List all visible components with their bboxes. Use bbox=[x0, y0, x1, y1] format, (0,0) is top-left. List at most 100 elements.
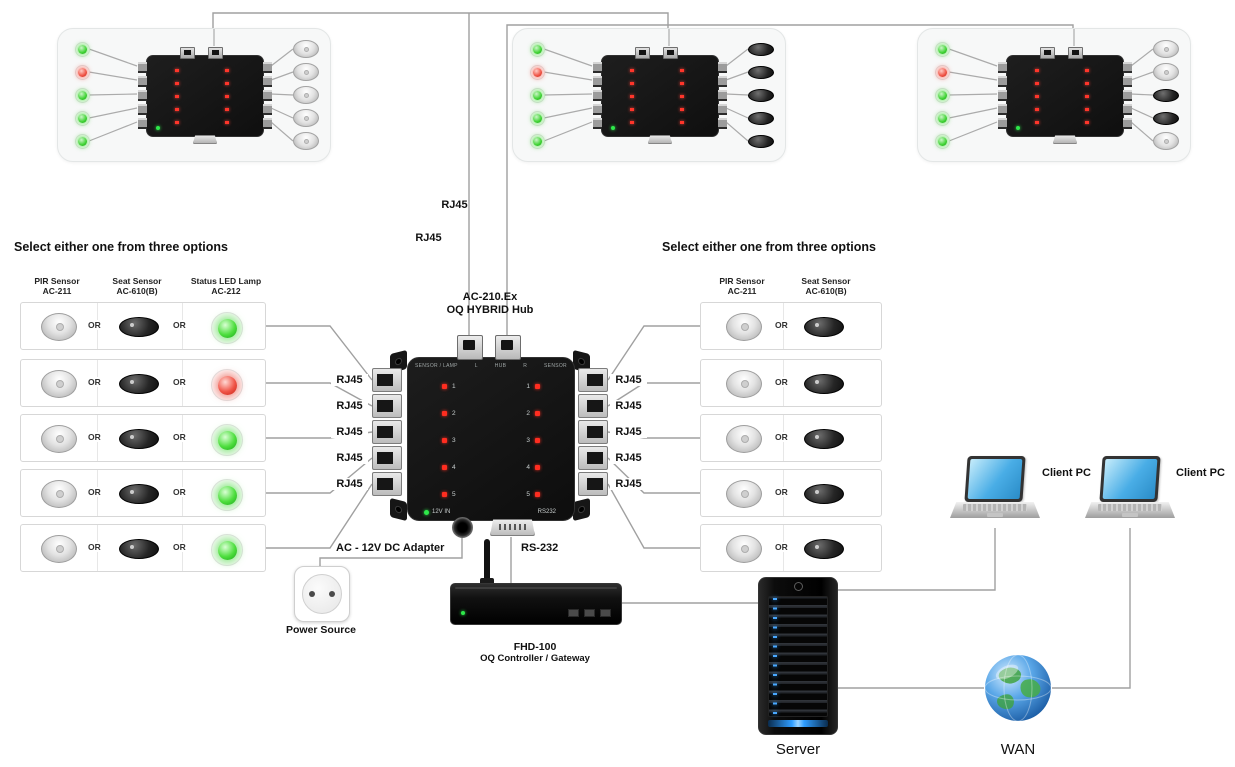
status-led-lamp-icon bbox=[211, 369, 243, 401]
pir-sensor-icon bbox=[41, 425, 77, 453]
channel-led-column bbox=[1035, 69, 1039, 127]
left-group-heading: Select either one from three options bbox=[14, 240, 228, 254]
channel-row: 5 bbox=[526, 489, 540, 499]
hub-uplink-port-r bbox=[495, 335, 521, 360]
or-label: OR bbox=[87, 487, 102, 497]
seat-sensor-icon bbox=[119, 539, 159, 559]
mounting-tab bbox=[390, 497, 407, 522]
sensor-device-icon bbox=[1153, 112, 1179, 125]
seat-sensor-icon bbox=[804, 429, 844, 449]
pir-sensor-icon bbox=[41, 313, 77, 341]
panel-wires bbox=[948, 29, 1154, 142]
sensor-device-icon bbox=[748, 66, 774, 79]
status-led bbox=[530, 111, 545, 126]
rj45-port bbox=[372, 368, 402, 392]
status-led bbox=[530, 88, 545, 103]
seat-sensor-icon bbox=[119, 317, 159, 337]
status-led-lamp-icon bbox=[211, 312, 243, 344]
status-led bbox=[530, 65, 545, 80]
channel-number: 4 bbox=[452, 463, 456, 471]
channel-row: 2 bbox=[526, 408, 540, 418]
hub-header-item: R bbox=[523, 363, 528, 369]
rj45-uplink-port bbox=[180, 47, 195, 59]
channel-number: 5 bbox=[452, 490, 456, 498]
pir-sensor-icon bbox=[726, 425, 762, 453]
satellite-hub-device bbox=[593, 47, 727, 144]
channel-row: 3 bbox=[526, 435, 540, 445]
rj45-label: RJ45 bbox=[610, 478, 647, 490]
status-led bbox=[75, 65, 90, 80]
client-pc-label: Client PC bbox=[1176, 467, 1225, 479]
option-row: OR OR bbox=[20, 524, 266, 572]
status-led bbox=[75, 88, 90, 103]
column-header-lamp: Status LED Lamp AC-212 bbox=[180, 276, 272, 296]
sensor-device-icon bbox=[293, 63, 319, 81]
or-label: OR bbox=[87, 377, 102, 387]
column-header-line: Seat Sensor bbox=[801, 276, 851, 286]
hub-serial-label: RS232 bbox=[537, 509, 556, 515]
laptop-screen bbox=[1099, 456, 1161, 502]
or-label: OR bbox=[87, 432, 102, 442]
laptop-screen bbox=[964, 456, 1026, 502]
client-pc-icon bbox=[1085, 456, 1175, 528]
rj45-port bbox=[578, 394, 608, 418]
channel-row: 3 bbox=[442, 435, 456, 445]
rj45-port-stack bbox=[998, 62, 1007, 132]
sensor-device-icon bbox=[1153, 40, 1179, 58]
satellite-hub-device bbox=[138, 47, 272, 144]
hub-left-port-stack bbox=[372, 368, 402, 496]
rj45-uplink-port bbox=[635, 47, 650, 59]
db9-connector bbox=[490, 519, 535, 536]
wan-label: WAN bbox=[1000, 741, 1036, 758]
rj45-port bbox=[372, 472, 402, 496]
sensor-device-icon bbox=[1153, 89, 1179, 102]
pir-sensor-icon bbox=[726, 313, 762, 341]
dc-power-jack bbox=[452, 517, 473, 538]
rj45-port-stack bbox=[138, 62, 147, 132]
or-label: OR bbox=[87, 320, 102, 330]
option-row: OR OR bbox=[20, 359, 266, 407]
outlet-face bbox=[302, 574, 342, 614]
option-row: OR OR bbox=[20, 469, 266, 517]
adapter-label: AC - 12V DC Adapter bbox=[336, 542, 445, 554]
sensor-device-icon bbox=[1153, 132, 1179, 150]
column-header-line: Seat Sensor bbox=[112, 276, 162, 286]
or-label: OR bbox=[774, 542, 789, 552]
channel-led-column bbox=[680, 69, 684, 127]
laptop-base bbox=[950, 502, 1040, 518]
rj45-port bbox=[372, 394, 402, 418]
rj45-label: RJ45 bbox=[331, 452, 368, 464]
seat-sensor-icon bbox=[804, 539, 844, 559]
seat-sensor-icon bbox=[804, 317, 844, 337]
rj45-label: RJ45 bbox=[610, 426, 647, 438]
hub-channel-leds-right: 1 2 3 4 5 bbox=[526, 381, 540, 499]
db9-connector bbox=[648, 135, 672, 144]
pir-sensor-icon bbox=[726, 480, 762, 508]
hub-name: OQ HYBRID Hub bbox=[446, 304, 534, 316]
channel-led bbox=[442, 491, 447, 497]
sensor-device-icon bbox=[293, 40, 319, 58]
or-label: OR bbox=[172, 377, 187, 387]
rj45-uplink-port bbox=[663, 47, 678, 59]
hub-model: AC-210.Ex bbox=[462, 291, 518, 303]
column-header-line: PIR Sensor bbox=[34, 276, 80, 286]
hub-header-item: SENSOR / LAMP bbox=[415, 363, 458, 369]
option-row: OR bbox=[700, 302, 882, 350]
channel-led-column bbox=[175, 69, 179, 127]
satellite-panel-3 bbox=[917, 28, 1191, 162]
bus-a-line bbox=[212, 12, 669, 28]
power-led bbox=[424, 509, 429, 515]
column-header-line: PIR Sensor bbox=[719, 276, 765, 286]
status-led bbox=[530, 42, 545, 57]
column-header-line: Status LED Lamp bbox=[190, 276, 262, 286]
column-header-line: AC-610(B) bbox=[116, 286, 158, 296]
rj45-port bbox=[578, 368, 608, 392]
antenna-icon bbox=[484, 539, 490, 585]
or-label: OR bbox=[774, 487, 789, 497]
satellite-hub-device bbox=[998, 47, 1132, 144]
antenna-base bbox=[480, 578, 494, 587]
or-label: OR bbox=[774, 377, 789, 387]
power-led bbox=[461, 611, 465, 615]
server-label: Server bbox=[775, 741, 821, 758]
